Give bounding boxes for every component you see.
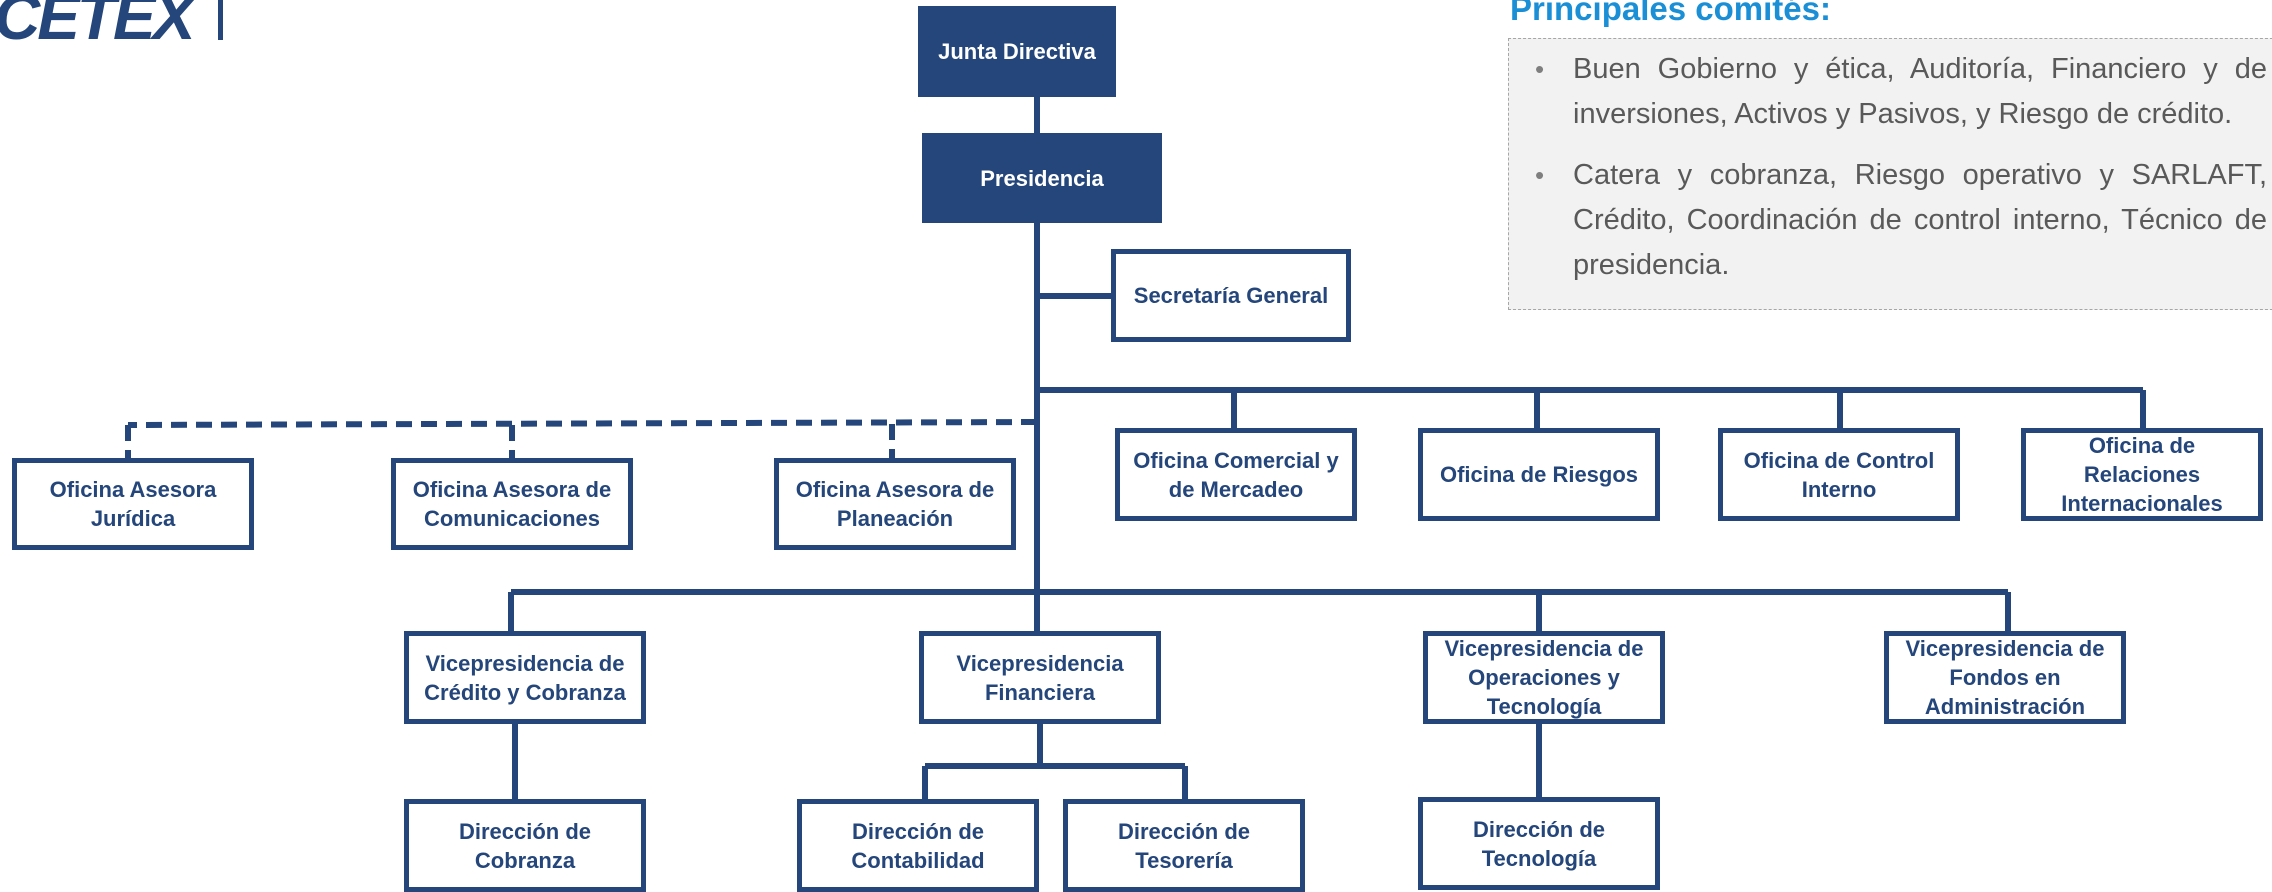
oficina-asesora-planeacion-box: Oficina Asesora de Planeación [774,458,1016,550]
presidencia-box: Presidencia [922,133,1162,223]
committee-item: Catera y cobranza, Riesgo operativo y SA… [1535,153,2267,288]
vp-credito-cobranza-box: Vicepresidencia de Crédito y Cobranza [404,631,646,724]
oficina-asesora-juridica-box: Oficina Asesora Jurídica [12,458,254,550]
oficina-relaciones-internacionales-box: Oficina de Relaciones Internacionales [2021,428,2263,521]
oficina-comercial-box: Oficina Comercial y de Mercadeo [1115,428,1357,521]
direccion-cobranza-box: Dirección de Cobranza [404,799,646,892]
committees-panel: Buen Gobierno y ética, Auditoría, Financ… [1508,38,2272,310]
vp-financiera-box: Vicepresidencia Financiera [919,631,1161,724]
direccion-tesoreria-box: Dirección de Tesorería [1063,799,1305,892]
secretaria-general-box: Secretaría General [1111,249,1351,342]
direccion-tecnologia-box: Dirección de Tecnología [1418,797,1660,890]
committee-item: Buen Gobierno y ética, Auditoría, Financ… [1535,47,2267,137]
company-logo: CETEX [0,0,195,53]
junta-directiva-box: Junta Directiva [918,6,1116,97]
vp-fondos-administracion-box: Vicepresidencia de Fondos en Administrac… [1884,631,2126,724]
oficina-riesgos-box: Oficina de Riesgos [1418,428,1660,521]
oficina-control-interno-box: Oficina de Control Interno [1718,428,1960,521]
logo-divider [218,0,223,40]
oficina-asesora-comunicaciones-box: Oficina Asesora de Comunicaciones [391,458,633,550]
direccion-contabilidad-box: Dirección de Contabilidad [797,799,1039,892]
committees-title: Principales comités: [1510,0,1831,27]
vp-operaciones-tecnologia-box: Vicepresidencia de Operaciones y Tecnolo… [1423,631,1665,724]
